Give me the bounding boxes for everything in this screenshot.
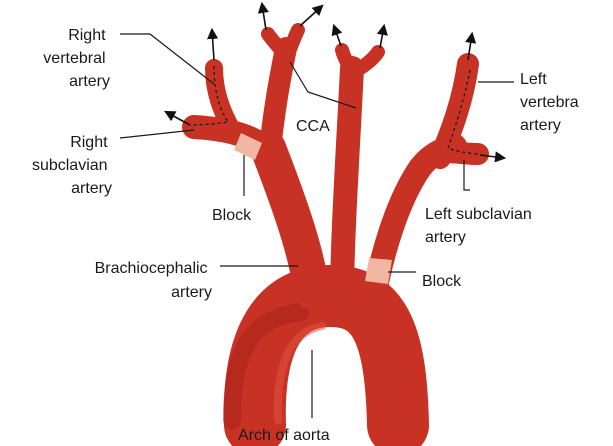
label-line: artery [71, 180, 112, 197]
label-right-vertebral-artery: Right vertebral artery [43, 27, 110, 90]
brachiocephalic-artery-vessel [268, 148, 312, 292]
label-right-subclavian-artery: Right subclavian artery [32, 134, 112, 197]
label-block-left: Block [422, 273, 462, 290]
label-line: artery [171, 284, 212, 301]
label-line: artery [425, 229, 466, 246]
right-common-carotid-vessel [270, 48, 286, 150]
label-brachiocephalic-artery: Brachiocephalic artery [95, 260, 212, 301]
vessels [194, 30, 478, 425]
block-patch-left [365, 258, 392, 284]
label-line: vertebral [43, 50, 105, 67]
left-common-carotid-vessel [342, 68, 352, 300]
label-line: Left subclavian [425, 206, 532, 223]
arrow-left-carotid-1 [334, 26, 341, 46]
label-line: Right [70, 134, 108, 151]
label-line: vertebra [520, 94, 579, 111]
arrow-left-carotid-2 [380, 26, 384, 48]
label-line: Left [520, 71, 547, 88]
arrow-right-carotid-2 [300, 6, 322, 26]
leader-right-vertebral [120, 34, 214, 84]
label-block-right: Block [212, 207, 252, 224]
label-line: Right [68, 27, 106, 44]
label-line: artery [69, 73, 110, 90]
label-line: artery [520, 117, 561, 134]
label-line: subclavian [32, 157, 108, 174]
label-left-vertebral-artery: Left vertebra artery [520, 71, 583, 134]
label-arch-of-aorta: Arch of aorta [238, 427, 330, 444]
label-line: Brachiocephalic [95, 260, 208, 277]
label-cca: CCA [296, 118, 330, 135]
leader-right-subclavian [120, 130, 194, 138]
arrow-right-carotid-1 [262, 4, 266, 30]
label-left-subclavian-artery: Left subclavian artery [425, 206, 536, 246]
arrow-right-vertebral [212, 30, 214, 60]
